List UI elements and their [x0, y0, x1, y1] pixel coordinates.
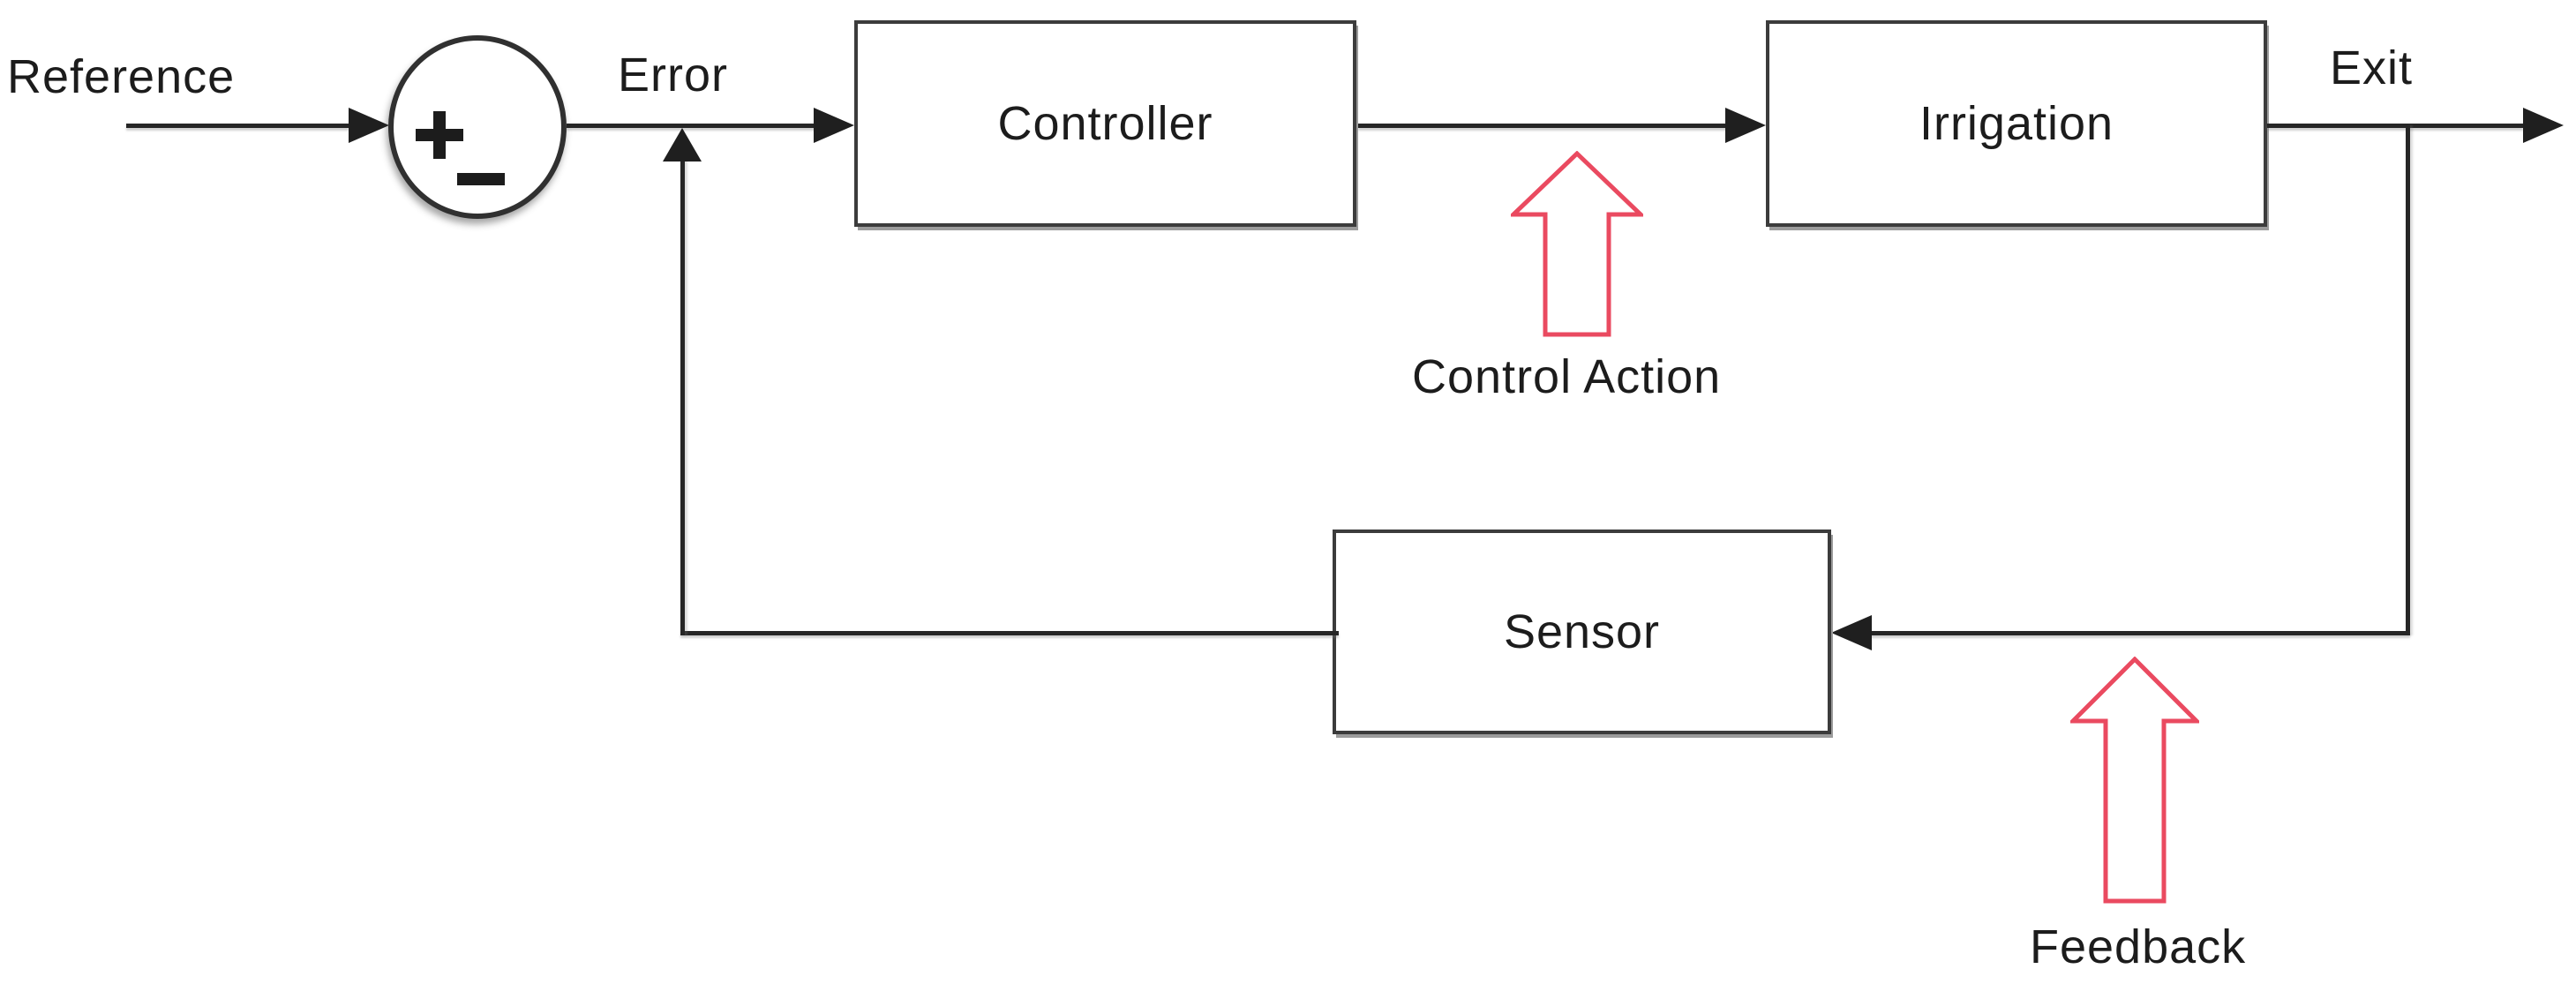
control-action-label: Control Action: [1412, 350, 1722, 403]
exit-arrowhead-icon: [2523, 108, 2564, 143]
feedback-drop-line: [2406, 125, 2410, 635]
feedback-right-line: [1871, 631, 2410, 635]
irrigation-block-label: Irrigation: [1919, 97, 2114, 150]
sensor-block-label: Sensor: [1503, 605, 1661, 658]
error-line: [567, 124, 821, 128]
reference-label: Reference: [7, 50, 236, 103]
reference-line: [126, 124, 349, 128]
summing-junction: [388, 35, 567, 219]
feedback-up-arrow-icon: [2070, 657, 2199, 904]
error-label: Error: [618, 49, 728, 101]
feedback-rise-line: [680, 159, 685, 635]
feedback-label: Feedback: [2030, 920, 2247, 973]
minus-sign: [457, 173, 505, 185]
exit-line: [2267, 124, 2523, 128]
controller-block: Controller: [854, 20, 1356, 227]
control-action-up-arrow-icon: [1511, 151, 1643, 337]
exit-label: Exit: [2330, 41, 2414, 94]
control-action-line: [1358, 124, 1732, 128]
sensor-block: Sensor: [1333, 530, 1831, 734]
error-arrowhead-icon: [814, 108, 854, 143]
control-action-arrowhead-icon: [1725, 108, 1766, 143]
plus-sign: [433, 111, 446, 159]
sensor-input-arrowhead-icon: [1831, 615, 1872, 650]
controller-block-label: Controller: [997, 97, 1213, 150]
irrigation-block: Irrigation: [1766, 20, 2267, 227]
reference-arrowhead-icon: [349, 108, 389, 143]
feedback-left-line: [680, 631, 1339, 635]
feedback-arrowhead-icon: [663, 128, 702, 161]
